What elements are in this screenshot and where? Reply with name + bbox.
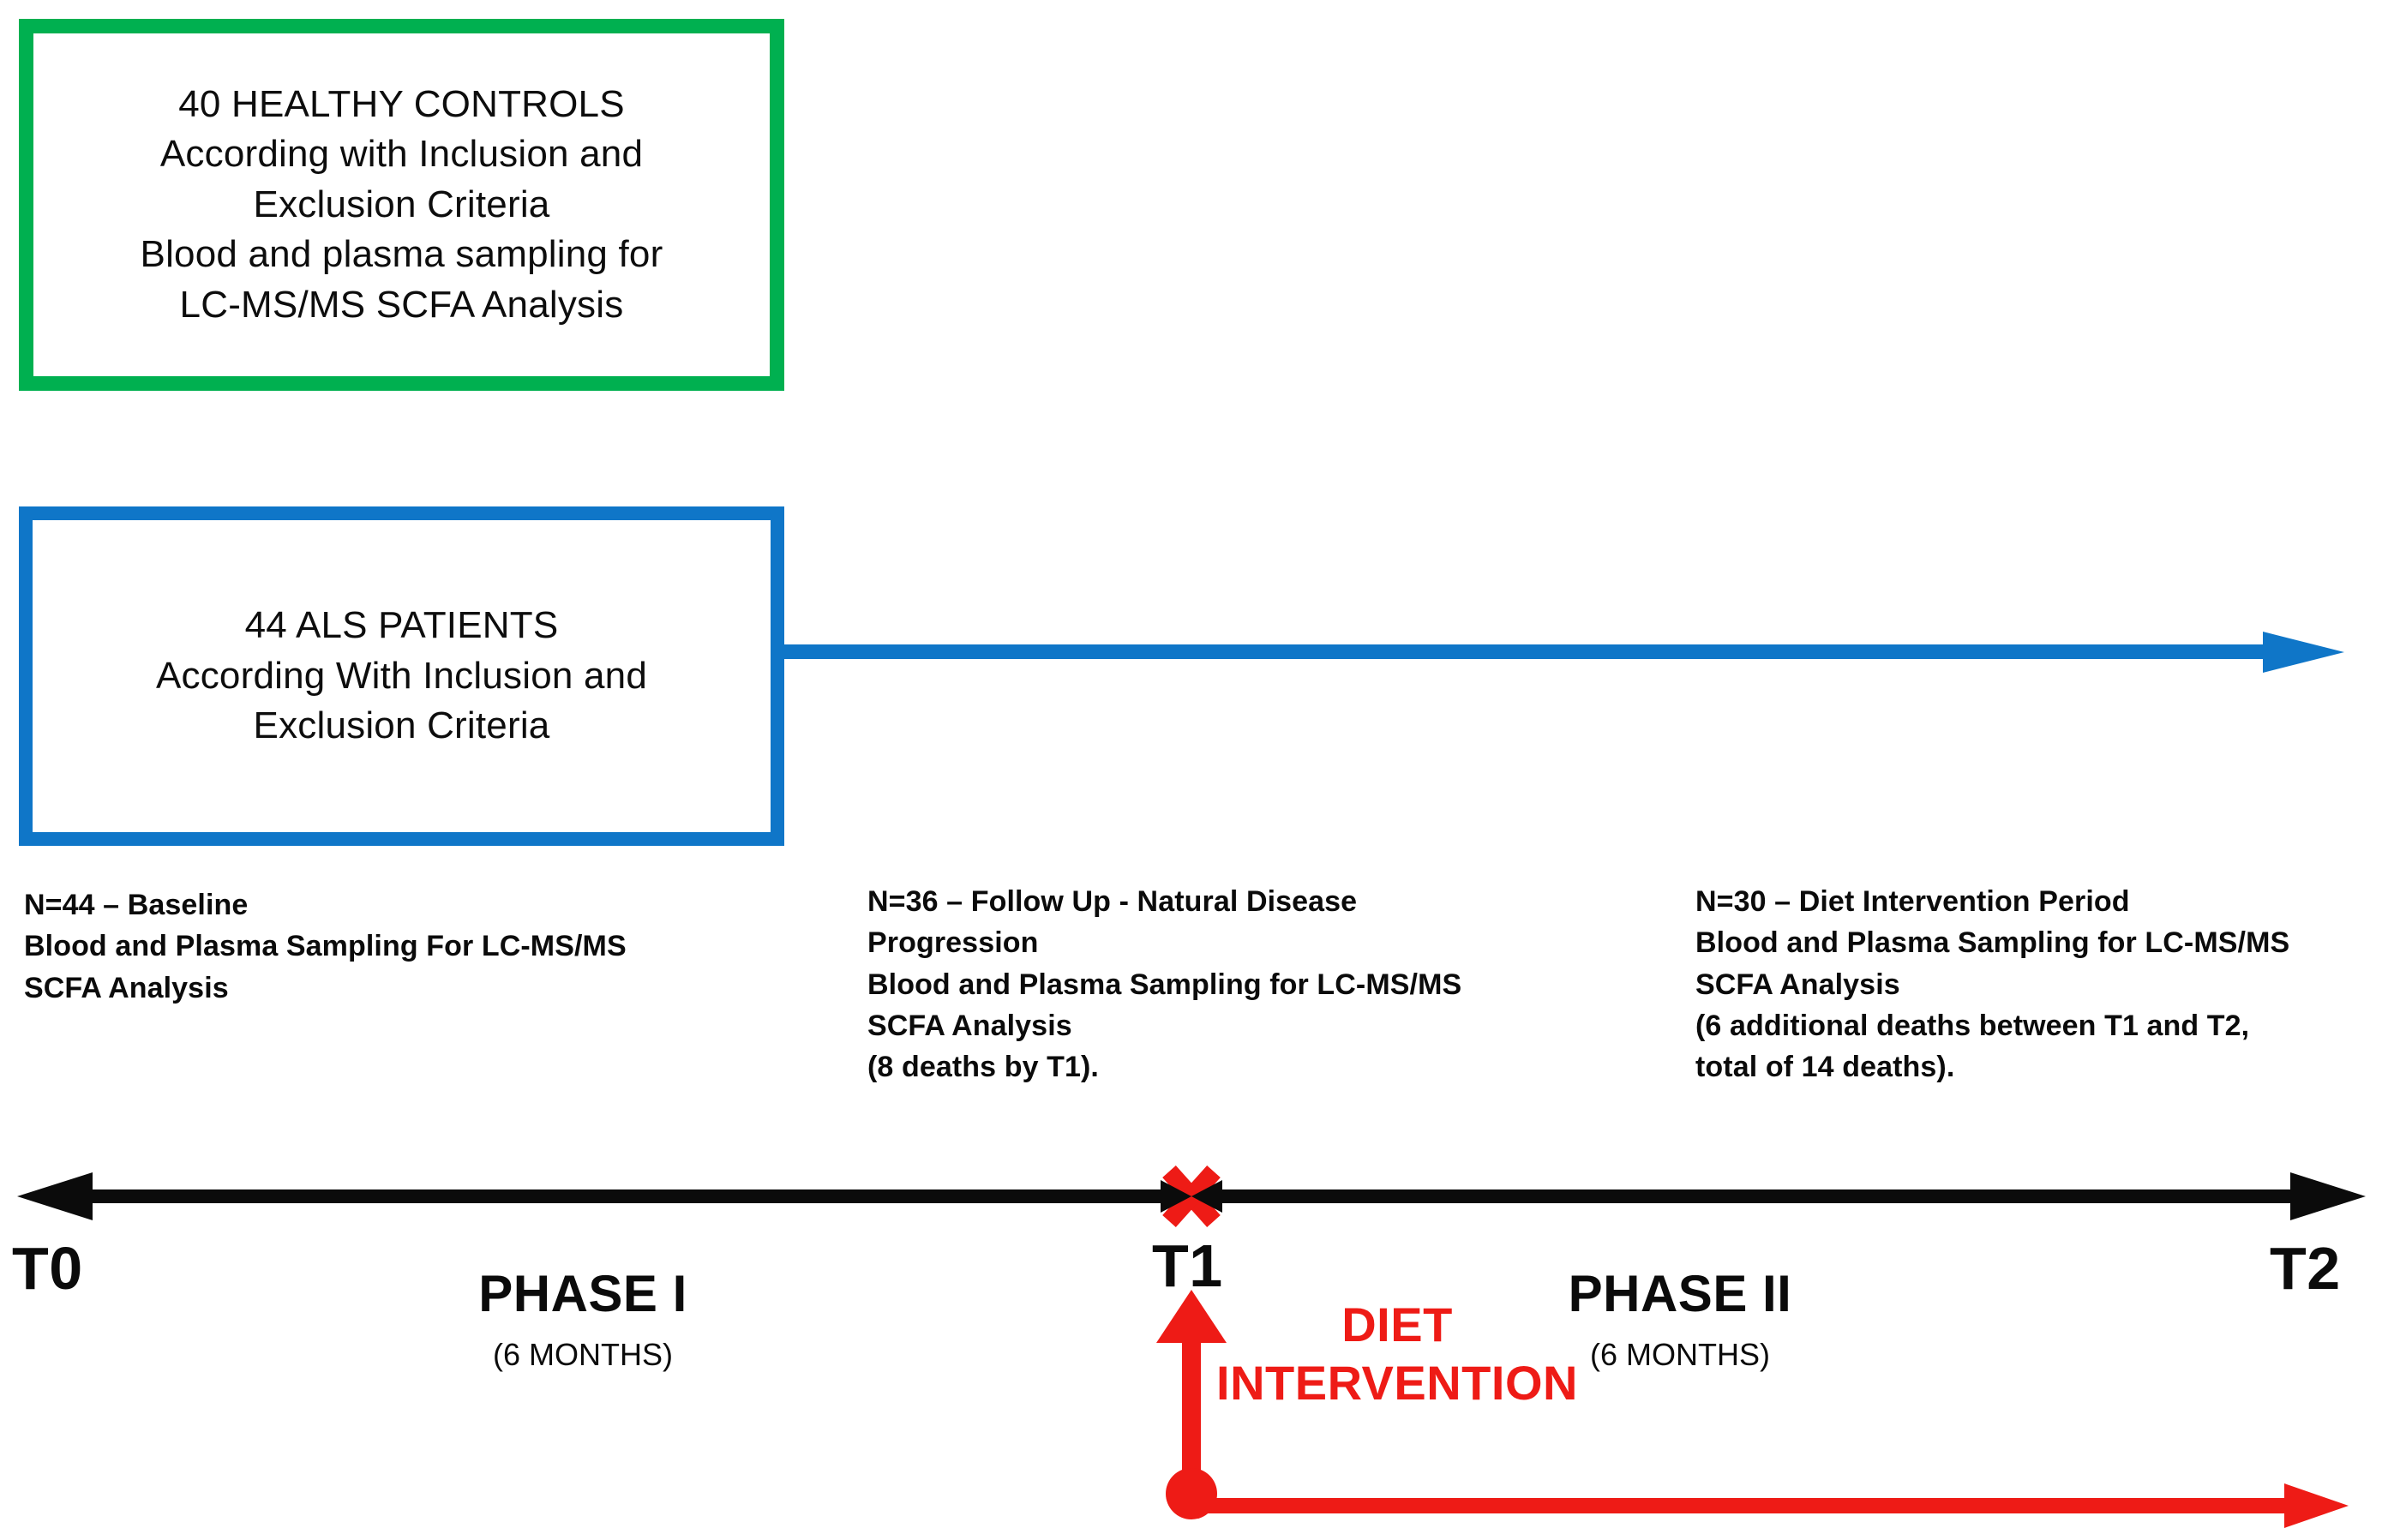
note-baseline-line-3: SCFA Analysis (24, 971, 229, 1004)
phase-one-name: PHASE I (478, 1265, 687, 1322)
patient-flow-arrow-icon (776, 632, 2344, 673)
healthy-controls-line-4: Blood and plasma sampling for (140, 233, 663, 276)
phase-two-label: PHASE II (6 MONTHS) (1483, 1264, 1877, 1373)
als-patients-box: 44 ALS PATIENTS According With Inclusion… (19, 506, 784, 846)
note-follow-up-line-4: SCFA Analysis (867, 1009, 1072, 1042)
healthy-controls-line-5: LC-MS/MS SCFA Analysis (179, 283, 624, 326)
note-diet-line-2: Blood and Plasma Sampling for LC-MS/MS (1695, 926, 2290, 960)
healthy-controls-line-3: Exclusion Criteria (253, 183, 550, 225)
timepoint-label-t1: T1 (1152, 1232, 1223, 1299)
note-baseline: N=44 – Baseline Blood and Plasma Samplin… (24, 884, 821, 1009)
als-patients-line-1: 44 ALS PATIENTS (244, 604, 559, 647)
healthy-controls-line-1: 40 HEALTHY CONTROLS (178, 82, 625, 125)
note-follow-up-line-2: Progression (867, 926, 1039, 960)
note-baseline-line-1: N=44 – Baseline (24, 889, 249, 921)
t1-cross-marker-icon (1161, 1165, 1222, 1228)
note-diet-line-4: (6 additional deaths between T1 and T2, (1695, 1009, 2250, 1042)
als-patients-line-2: According With Inclusion and (155, 654, 647, 697)
note-baseline-line-2: Blood and Plasma Sampling For LC-MS/MS (24, 930, 627, 963)
diet-intervention-right-arrow-icon (1183, 1483, 2349, 1528)
note-diet-line-1: N=30 – Diet Intervention Period (1695, 885, 2130, 918)
diet-caption-line-1: DIET (1341, 1297, 1453, 1351)
note-follow-up-line-3: Blood and Plasma Sampling for LC-MS/MS (867, 968, 1462, 1001)
diet-caption-line-2: INTERVENTION (1216, 1356, 1578, 1411)
timepoint-label-t0: T0 (12, 1235, 83, 1302)
healthy-controls-box: 40 HEALTHY CONTROLS According with Inclu… (19, 19, 784, 391)
als-patients-line-3: Exclusion Criteria (253, 704, 550, 747)
note-diet-line-5: total of 14 deaths). (1695, 1051, 1955, 1084)
phase-one-label: PHASE I (6 MONTHS) (411, 1264, 754, 1373)
healthy-controls-line-2: According with Inclusion and (159, 133, 644, 176)
timepoint-label-t2: T2 (2270, 1235, 2341, 1302)
note-diet-line-3: SCFA Analysis (1695, 968, 1900, 1001)
note-follow-up-line-1: N=36 – Follow Up - Natural Disease (867, 885, 1358, 918)
note-follow-up-line-5: (8 deaths by T1). (867, 1051, 1099, 1084)
note-follow-up: N=36 – Follow Up - Natural Disease Progr… (867, 881, 1639, 1088)
diet-intervention-caption: DIET INTERVENTION (1174, 1296, 1620, 1413)
phase-two-name: PHASE II (1568, 1265, 1792, 1322)
note-diet-intervention: N=30 – Diet Intervention Period Blood an… (1695, 881, 2390, 1088)
phase-one-duration: (6 MONTHS) (493, 1337, 673, 1372)
phase-two-duration: (6 MONTHS) (1590, 1337, 1770, 1372)
